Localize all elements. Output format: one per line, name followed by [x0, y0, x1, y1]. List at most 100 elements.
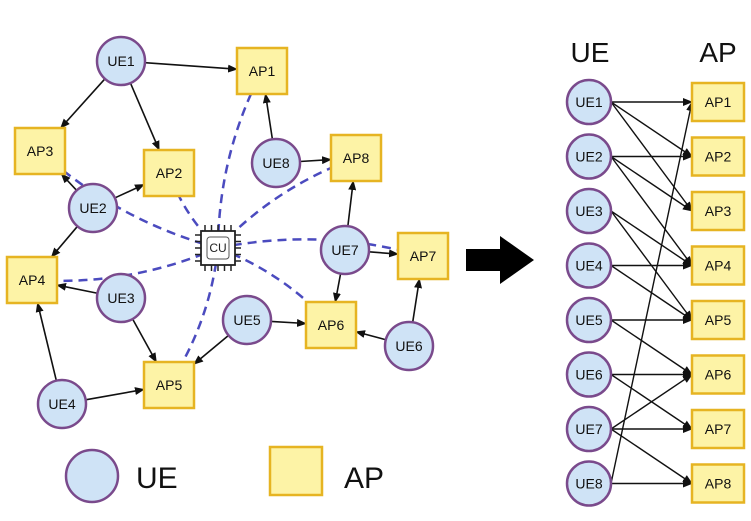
legend-ue-symbol: [64, 448, 120, 504]
link-ue6-ap7: [411, 278, 422, 323]
link-ue2-ap3: [60, 173, 78, 191]
link-ue1-ap2: [129, 82, 160, 151]
bip-node-ap4: AP4: [690, 245, 746, 286]
bip-node-ap2-label: AP2: [705, 149, 732, 165]
bip-node-ap5-label: AP5: [705, 312, 732, 328]
node-ue2: UE2: [67, 182, 119, 234]
link-ue6-ap6: [355, 330, 387, 341]
legend-ap-symbol: [268, 445, 324, 497]
node-ap3-label: AP3: [27, 143, 54, 159]
bip-node-ap6-label: AP6: [705, 367, 732, 383]
bip-node-ue7: UE7: [565, 405, 613, 453]
link-ue3-ap4: [56, 282, 98, 295]
node-ue7: UE7: [319, 224, 371, 276]
bip-link-ue3-ap4: [610, 210, 693, 267]
node-ue3-label: UE3: [107, 290, 134, 306]
central-unit: CU: [195, 225, 241, 271]
node-ue6-label: UE6: [395, 338, 422, 354]
bip-link-ue2-ap4: [610, 156, 693, 267]
bip-link-ue1-ap2: [610, 101, 693, 158]
ue-ap-links: [35, 61, 422, 401]
link-ue8-ap8: [299, 156, 332, 165]
bip-node-ap7: AP7: [690, 408, 746, 450]
bipartite-links: [610, 98, 695, 488]
node-ap1: AP1: [235, 46, 289, 96]
node-ue1: UE1: [95, 35, 147, 87]
bip-node-ue1-label: UE1: [575, 94, 602, 110]
bip-node-ap8-label: AP8: [705, 476, 732, 492]
node-ap7-label: AP7: [410, 248, 437, 264]
cu-label: CU: [209, 241, 226, 255]
bip-node-ue4: UE4: [565, 242, 613, 289]
fronthaul-link-ap1: [216, 70, 264, 249]
bipartite-ap-header: AP: [699, 37, 736, 68]
node-ap5: AP5: [142, 360, 196, 410]
link-ue3-ap5: [131, 318, 158, 363]
legend: UE AP: [64, 445, 384, 504]
node-ap8-label: AP8: [343, 150, 370, 166]
link-ue8-ap1: [262, 93, 274, 140]
link-ue7-ap6: [333, 273, 342, 303]
bip-node-ap7-label: AP7: [705, 421, 732, 437]
bip-node-ap4-label: AP4: [705, 258, 732, 274]
link-ue2-ap4: [50, 225, 79, 258]
node-ue8-label: UE8: [262, 155, 289, 171]
bip-node-ap3-label: AP3: [705, 203, 732, 219]
legend-ap-label: AP: [344, 462, 384, 495]
node-ap6-label: AP6: [318, 317, 345, 333]
link-ue5-ap6: [270, 318, 307, 327]
bip-node-ue5-label: UE5: [575, 312, 602, 328]
link-ue1-ap3: [60, 78, 106, 129]
bip-node-ue3-label: UE3: [575, 203, 602, 219]
node-ap4-label: AP4: [19, 272, 46, 288]
node-ue1-label: UE1: [107, 53, 134, 69]
node-ue7-label: UE7: [331, 242, 358, 258]
link-ue7-ap7: [368, 249, 399, 258]
bip-node-ue2-label: UE2: [575, 149, 602, 165]
bip-link-ue5-ap6: [610, 319, 693, 376]
bipartite-ue-header: UE: [571, 37, 610, 68]
bip-node-ap1-label: AP1: [705, 94, 732, 110]
link-ue4-ap5: [85, 387, 145, 401]
bip-node-ue2: UE2: [565, 133, 613, 180]
node-ap2: AP2: [142, 148, 196, 198]
bip-node-ap6: AP6: [690, 354, 746, 395]
bip-link-ue8-ap1: [610, 101, 695, 484]
node-ue4: UE4: [36, 378, 88, 430]
bip-node-ap3: AP3: [690, 190, 746, 232]
node-ue2-label: UE2: [79, 200, 106, 216]
bip-node-ue8-label: UE8: [575, 476, 602, 492]
bip-node-ap8: AP8: [690, 463, 746, 504]
right-arrow-icon: [466, 236, 534, 284]
link-ue4-ap4: [35, 302, 58, 381]
legend-ue-label: UE: [136, 462, 178, 495]
bip-node-ap1: AP1: [690, 81, 746, 123]
link-ue2-ap2: [114, 183, 145, 199]
node-ue5-label: UE5: [233, 312, 260, 328]
node-ap7: AP7: [396, 231, 450, 281]
node-ap1-label: AP1: [249, 63, 276, 79]
bip-node-ue1: UE1: [565, 78, 613, 126]
node-ap8: AP8: [329, 133, 383, 183]
bip-node-ue5: UE5: [565, 296, 613, 344]
bip-node-ue3: UE3: [565, 187, 613, 235]
bip-link-ue2-ap3: [610, 155, 693, 212]
bip-node-ue8: UE8: [565, 460, 613, 507]
node-ue4-label: UE4: [48, 396, 75, 412]
link-ue5-ap5: [193, 334, 230, 365]
node-ue3: UE3: [95, 272, 147, 324]
node-ue5: UE5: [221, 294, 273, 346]
node-ap2-label: AP2: [156, 165, 183, 181]
link-ue7-ap8: [347, 180, 357, 227]
node-ap4: AP4: [5, 255, 59, 305]
node-ue8: UE8: [250, 137, 302, 189]
node-ap6: AP6: [304, 300, 358, 350]
bip-node-ue4-label: UE4: [575, 258, 602, 274]
bip-node-ap2: AP2: [690, 136, 746, 177]
bip-node-ap5: AP5: [690, 299, 746, 341]
cu-chip-icon: CU: [195, 225, 241, 271]
bip-node-ue6-label: UE6: [575, 367, 602, 383]
